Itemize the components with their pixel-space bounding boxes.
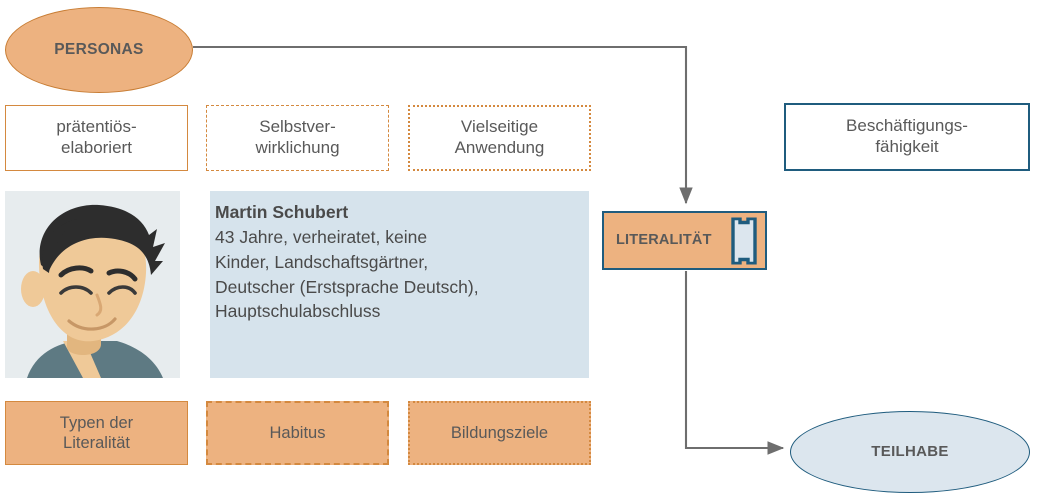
teilhabe-ellipse[interactable]: TEILHABE: [790, 411, 1030, 493]
attribute-box-habitus[interactable]: Habitus: [206, 401, 389, 465]
outcome-label-beschaeftigungsfaehigkeit: Beschäftigungs- fähigkeit: [846, 116, 968, 156]
attribute-box-selbstverwirklichung[interactable]: Selbstver- wirklichung: [206, 105, 389, 171]
outcome-box-beschaeftigungsfaehigkeit[interactable]: Beschäftigungs- fähigkeit: [784, 103, 1030, 171]
personas-label: PERSONAS: [54, 40, 144, 58]
attribute-label-selbstverwirklichung: Selbstver- wirklichung: [255, 117, 340, 157]
connector-literalitaet-to-teilhabe: [684, 271, 785, 455]
attribute-label-typen-der-literalitaet: Typen der Literalität: [59, 413, 134, 452]
personas-ellipse[interactable]: PERSONAS: [5, 7, 193, 93]
attribute-label-vielseitige-anwendung: Vielseitige Anwendung: [454, 117, 545, 157]
attribute-box-bildungsziele[interactable]: Bildungsziele: [408, 401, 591, 465]
persona-details-panel: Martin Schubert 43 Jahre, verheiratet, k…: [210, 191, 589, 378]
attribute-box-vielseitige-anwendung[interactable]: Vielseitige Anwendung: [408, 105, 591, 171]
attribute-label-habitus: Habitus: [269, 423, 326, 442]
persona-description: 43 Jahre, verheiratet, keine Kinder, Lan…: [215, 226, 479, 322]
literalitaet-box[interactable]: LITERALITÄT: [602, 211, 767, 270]
literalitaet-label: LITERALITÄT: [616, 231, 712, 248]
book-spine-icon: [731, 217, 757, 264]
attribute-box-praetentioes-elaboriert[interactable]: prätentiös- elaboriert: [5, 105, 188, 171]
persona-avatar: [5, 191, 180, 378]
attribute-label-praetentioes-elaboriert: prätentiös- elaboriert: [56, 117, 137, 157]
male-avatar-illustration: [5, 191, 180, 378]
teilhabe-label: TEILHABE: [871, 442, 949, 460]
attribute-box-typen-der-literalitaet[interactable]: Typen der Literalität: [5, 401, 188, 465]
attribute-label-bildungsziele: Bildungsziele: [450, 423, 549, 442]
persona-name: Martin Schubert: [215, 202, 349, 222]
